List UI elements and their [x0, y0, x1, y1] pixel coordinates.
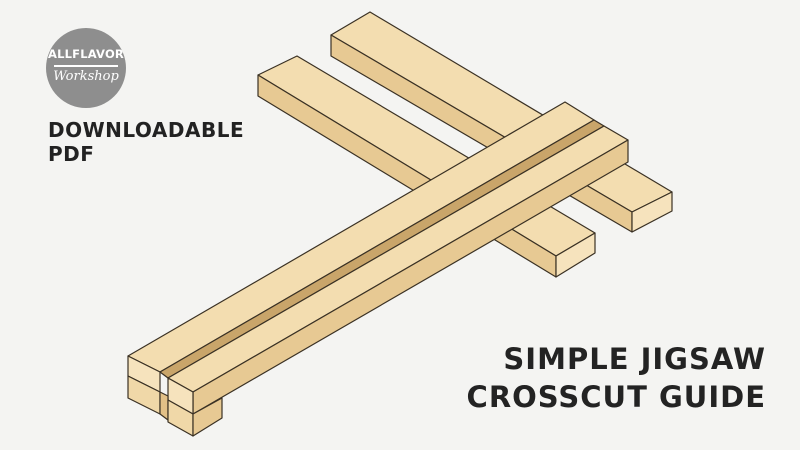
download-line-2: PDF	[48, 142, 95, 166]
allflavor-workshop-logo: ALLFLAVOR Workshop	[46, 28, 126, 108]
download-line-1: DOWNLOADABLE	[48, 118, 245, 142]
logo-script-text: Workshop	[53, 68, 119, 84]
logo-brand-text: ALLFLAVOR	[48, 46, 124, 61]
title-line-2: CROSSCUT GUIDE	[466, 380, 766, 414]
downloadable-pdf-label: DOWNLOADABLE PDF	[48, 118, 244, 166]
logo-divider	[54, 64, 118, 67]
title-line-1: SIMPLE JIGSAW	[503, 342, 766, 376]
guide-rail	[127, 101, 629, 437]
page-title: SIMPLE JIGSAW CROSSCUT GUIDE	[467, 340, 766, 416]
